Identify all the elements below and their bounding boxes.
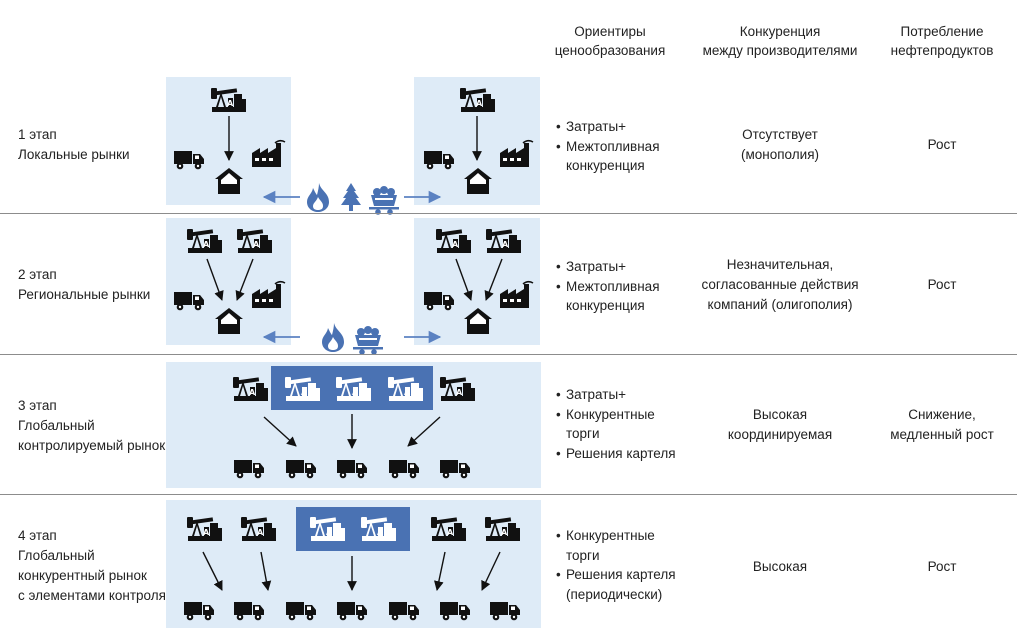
stage2-label-line1: 2 этап — [18, 267, 57, 282]
stage1-consumption: Рост — [927, 137, 957, 152]
header-consumption-line2: нефтепродуктов — [890, 43, 994, 58]
stage3-pricing-item: Затраты+ — [556, 385, 676, 405]
coal-cart-icon — [369, 186, 399, 215]
stage1-competition: Отсутствует (монополия) — [741, 127, 819, 162]
stage1-graphic — [166, 77, 540, 215]
stage4-label-line3: конкурентный рынок — [18, 568, 147, 583]
stage2-label: 2 этап Региональные рынки — [18, 265, 150, 305]
flame-icon — [307, 183, 329, 212]
header-pricing-line2: ценообразования — [554, 43, 666, 58]
stage1-label-line2: Локальные рынки — [18, 147, 130, 162]
stage3-label-line2: Глобальный — [18, 418, 95, 433]
stage4-label-line2: Глобальный — [18, 548, 95, 563]
stage2-graphic — [166, 218, 540, 355]
header-consumption: Потребление нефтепродуктов — [872, 22, 1012, 60]
stage2-consumption: Рост — [927, 277, 957, 292]
stage3-consumption: Снижение, медленный рост — [890, 407, 994, 442]
stage1-label: 1 этап Локальные рынки — [18, 125, 130, 165]
stage2-competition: Незначительная, согласованные действия к… — [701, 257, 859, 312]
stage4-graphic — [166, 500, 541, 628]
stage3-competition: Высокая координируемая — [727, 407, 833, 442]
header-pricing-line1: Ориентиры — [574, 24, 646, 39]
tree-icon — [341, 183, 361, 211]
stage2-pricing-item: Затраты+ — [556, 257, 660, 277]
stage3-label-line1: 3 этап — [18, 398, 57, 413]
stage3-label-line3: контролируемый рынок — [18, 438, 166, 453]
stage3-label: 3 этап Глобальный контролируемый рынок — [18, 396, 165, 456]
stage1-label-line1: 1 этап — [18, 127, 57, 142]
header-competition: Конкуренция между производителями — [690, 22, 870, 60]
row-separator — [0, 213, 1017, 214]
row-separator — [0, 354, 1017, 355]
flame-icon — [322, 323, 344, 352]
stage1-pricing-item: Затраты+ — [556, 117, 660, 137]
coal-cart-icon — [353, 326, 383, 355]
stage4-competition: Высокая — [752, 559, 808, 574]
stage3-graphic — [166, 362, 541, 488]
header-competition-line2: между производителями — [702, 43, 858, 58]
stage4-pricing-item: Решения картеля(периодически) — [556, 565, 676, 604]
row-separator — [0, 494, 1017, 495]
stage4-consumption: Рост — [927, 559, 957, 574]
stage2-label-line2: Региональные рынки — [18, 287, 151, 302]
stage4-label-line4: с элементами контроля — [18, 588, 166, 603]
header-consumption-line1: Потребление — [900, 24, 984, 39]
stage4-label: 4 этап Глобальный конкурентный рынок с э… — [18, 526, 166, 606]
header-competition-line1: Конкуренция — [739, 24, 821, 39]
stage3-pricing-item: Решения картеля — [556, 444, 676, 464]
header-pricing: Ориентиры ценообразования — [548, 22, 672, 60]
stage4-label-line1: 4 этап — [18, 528, 57, 543]
